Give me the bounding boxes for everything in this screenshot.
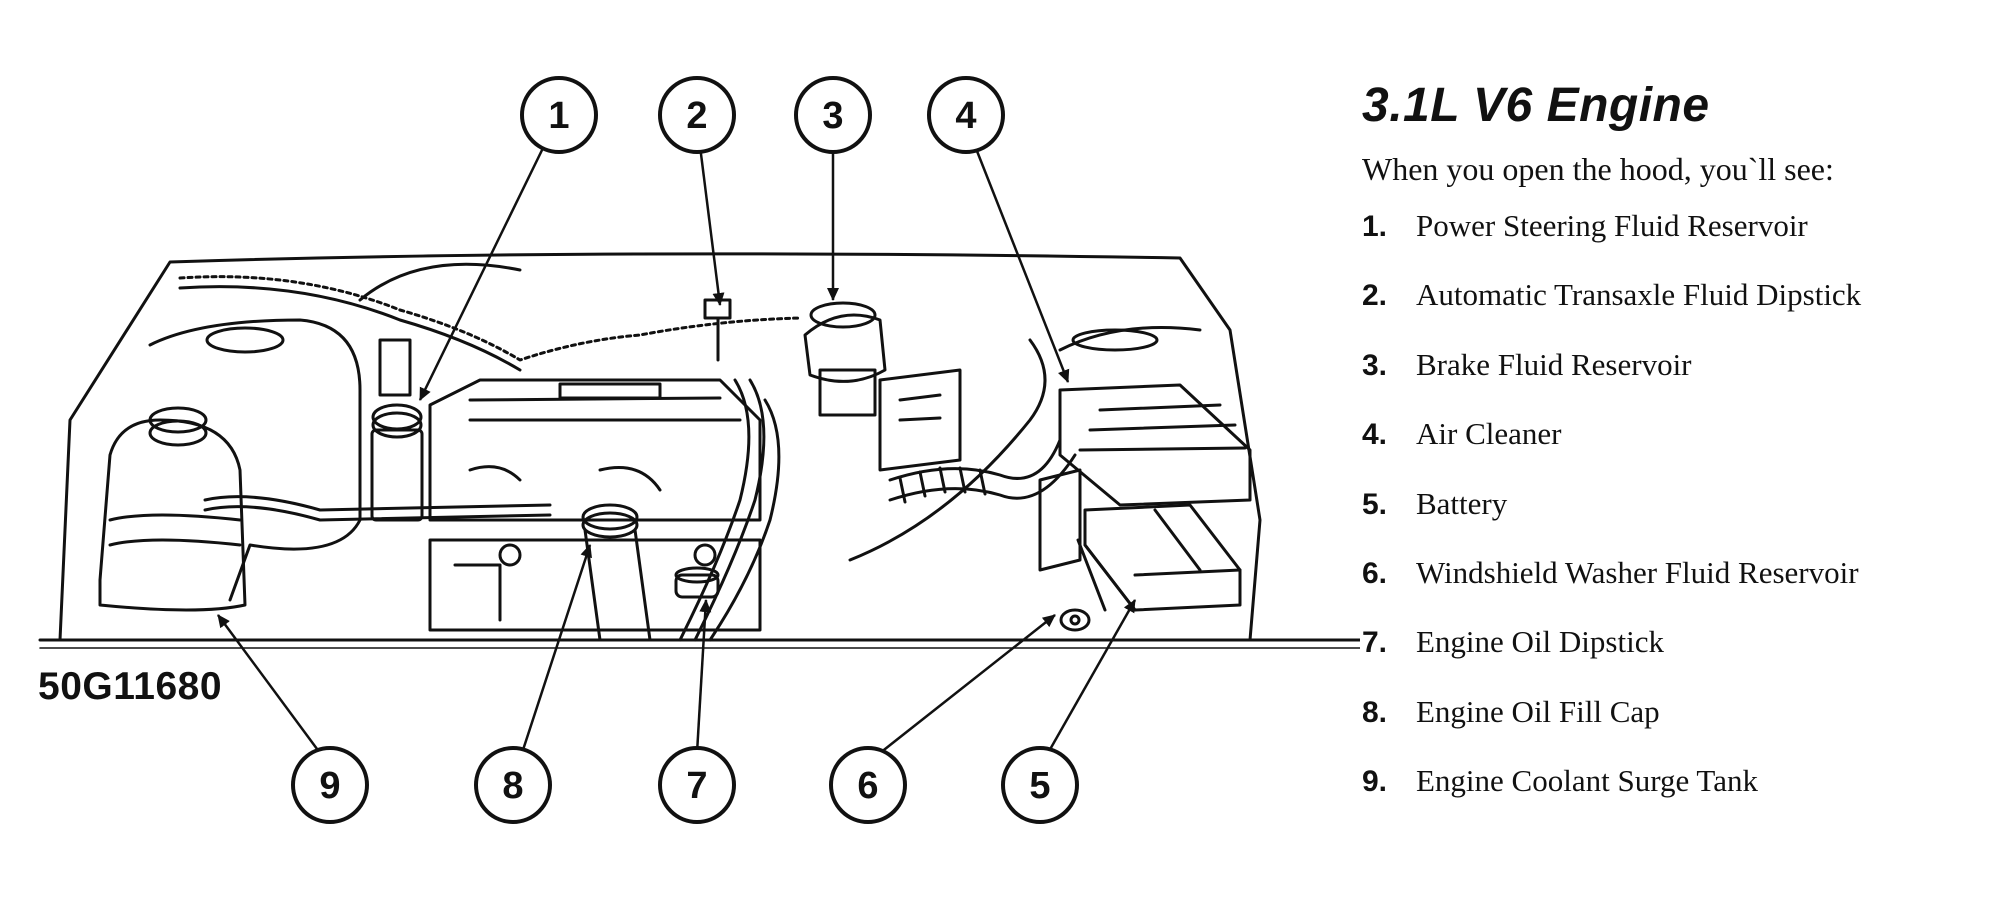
callout-9-circle — [291, 746, 369, 824]
legend-number: 4. — [1362, 418, 1388, 452]
intro-text: When you open the hood, you`ll see: — [1362, 151, 1834, 187]
legend-number: 2. — [1362, 279, 1388, 313]
legend-number: 9. — [1362, 765, 1388, 799]
callout-2-circle — [658, 76, 736, 154]
legend-number: 6. — [1362, 556, 1388, 590]
legend-label: Windshield Washer Fluid Reservoir — [1416, 554, 1859, 590]
legend-item: 6. Windshield Washer Fluid Reservoir — [1362, 555, 2002, 624]
legend-label: Automatic Transaxle Fluid Dipstick — [1416, 277, 1862, 313]
legend-label: Engine Oil Fill Cap — [1416, 693, 1660, 729]
legend-number: 3. — [1362, 348, 1388, 382]
callout-3-label: 3 — [822, 95, 843, 137]
callout-5-circle — [1001, 746, 1079, 824]
legend-label: Brake Fluid Reservoir — [1416, 346, 1692, 382]
legend-item: 4. Air Cleaner — [1362, 416, 2002, 485]
legend-number: 8. — [1362, 695, 1388, 729]
engine-illustration — [38, 252, 1360, 649]
leader-9 — [216, 614, 322, 754]
legend-item: 1. Power Steering Fluid Reservoir — [1362, 208, 2002, 277]
callout-numbers: 1 2 3 4 5 6 7 8 9 — [319, 95, 1050, 807]
leader-4 — [973, 145, 1070, 383]
callout-1-label: 1 — [548, 95, 569, 137]
callouts — [291, 76, 1079, 824]
legend-item: 2. Automatic Transaxle Fluid Dipstick — [1362, 277, 2002, 346]
callout-6-label: 6 — [857, 765, 878, 807]
leader-8 — [520, 544, 592, 754]
callout-2-label: 2 — [686, 95, 707, 137]
legend-number: 7. — [1362, 626, 1388, 660]
leader-6 — [879, 614, 1056, 754]
callout-9-label: 9 — [319, 765, 340, 807]
legend-label: Air Cleaner — [1416, 416, 1562, 452]
legend-number: 5. — [1362, 487, 1388, 521]
leader-7 — [695, 599, 712, 754]
legend-item: 9. Engine Coolant Surge Tank — [1362, 763, 2002, 832]
callout-1-circle — [520, 76, 598, 154]
leader-2 — [698, 145, 725, 306]
coolant-tank-shape — [148, 318, 362, 602]
leader-lines — [216, 145, 1137, 754]
callout-7-circle — [658, 746, 736, 824]
callout-7-label: 7 — [686, 765, 707, 807]
callout-8-circle — [474, 746, 552, 824]
callout-5-label: 5 — [1029, 765, 1050, 807]
legend-item: 3. Brake Fluid Reservoir — [1362, 347, 2002, 416]
callout-3-circle — [794, 76, 872, 154]
legend-label: Engine Oil Dipstick — [1416, 624, 1664, 660]
callout-8-label: 8 — [502, 765, 523, 807]
legend-label: Engine Coolant Surge Tank — [1416, 763, 1758, 799]
callout-4-circle — [927, 76, 1005, 154]
legend-item: 5. Battery — [1362, 486, 2002, 555]
legend-label: Power Steering Fluid Reservoir — [1416, 208, 1808, 243]
legend-list: 1. Power Steering Fluid Reservoir 2. Autom… — [1362, 208, 2002, 833]
legend-panel: 3.1L V6 Engine When you open the hood, y… — [1362, 78, 2002, 833]
legend-item: 8. Engine Oil Fill Cap — [1362, 694, 2002, 763]
legend-item: 7. Engine Oil Dipstick — [1362, 624, 2002, 693]
leader-5 — [1046, 599, 1137, 754]
callout-4-label: 4 — [955, 95, 976, 137]
page-title: 3.1L V6 Engine — [1362, 79, 1710, 132]
engine-diagram: 1 2 3 4 5 6 7 8 9 — [38, 76, 1360, 824]
figure-id: 50G11680 — [38, 665, 223, 708]
leader-1 — [418, 145, 546, 401]
callout-6-circle — [829, 746, 907, 824]
legend-label: Battery — [1416, 485, 1508, 521]
legend-number: 1. — [1362, 210, 1388, 243]
